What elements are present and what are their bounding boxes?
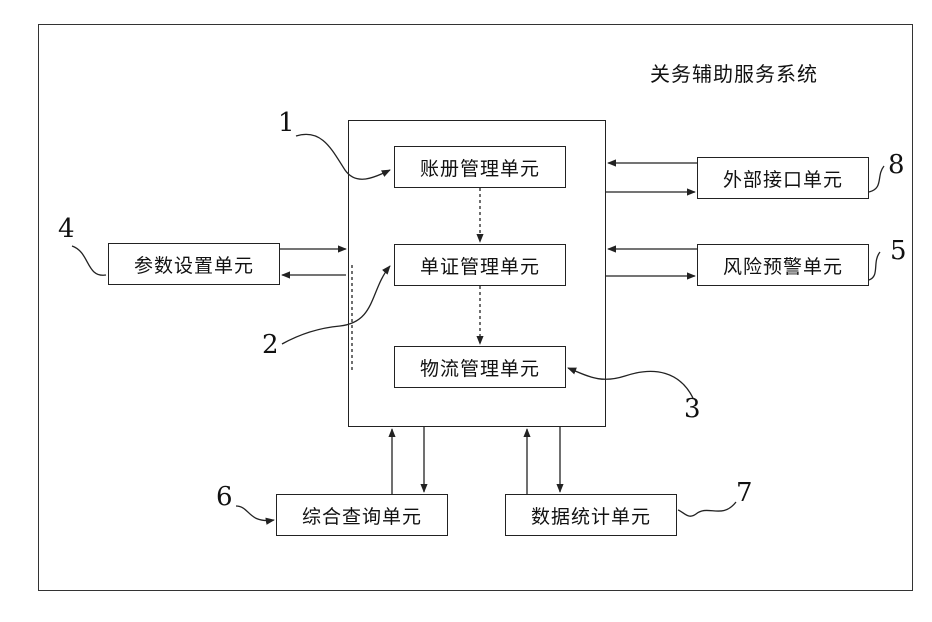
ref-1-leader [296, 134, 390, 179]
ref-6-leader [236, 506, 274, 521]
ref-label-3: 3 [684, 394, 701, 424]
ref-label-6: 6 [216, 482, 233, 512]
ref-8-leader [869, 166, 884, 192]
ref-label-4: 4 [58, 214, 75, 244]
ref-3-leader [568, 368, 693, 398]
ref-label-7: 7 [736, 478, 753, 508]
ref-label-2: 2 [262, 330, 279, 360]
ref-2-leader [282, 266, 390, 344]
ref-label-8: 8 [888, 150, 905, 180]
ref-7-leader [678, 502, 736, 516]
ref-5-leader [869, 252, 880, 280]
ref-label-1: 1 [278, 108, 295, 138]
ref-label-5: 5 [890, 236, 907, 266]
ref-4-leader [72, 246, 106, 275]
